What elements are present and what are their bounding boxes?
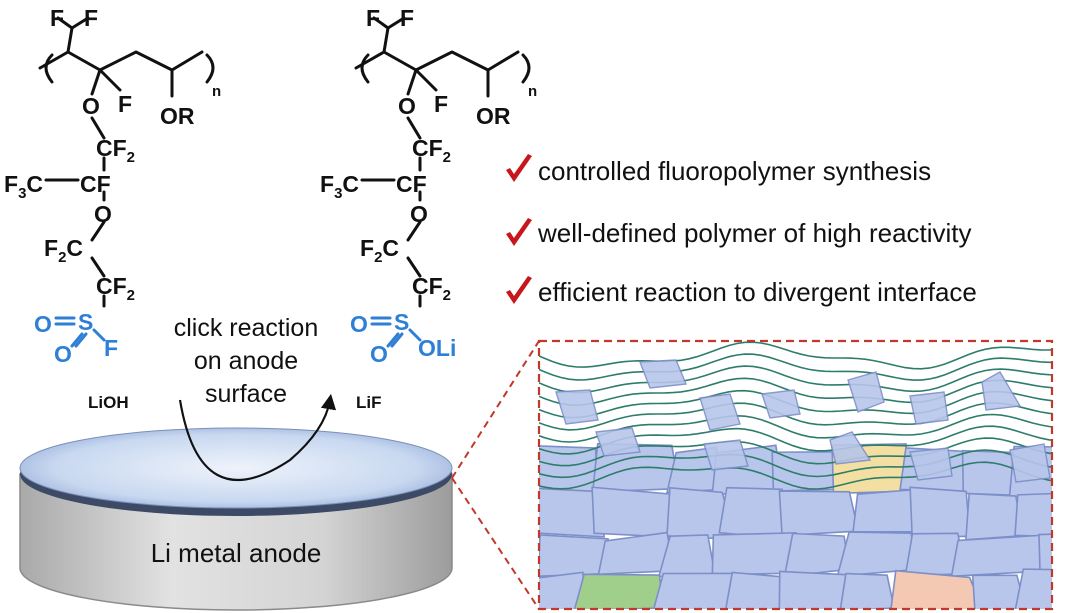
polymer-right-structure: F F F n OR O CF2 F3C CF O F2C CF2 O S O … [320, 5, 537, 367]
feature-list: controlled fluoropolymer synthesis well-… [506, 154, 977, 307]
right-cf2-lower: CF2 [412, 273, 451, 304]
left-or-group: OR [160, 103, 195, 129]
grain [1038, 533, 1052, 577]
right-subscript-n: n [528, 83, 537, 100]
lif-crystal-fragments [555, 359, 1051, 483]
reaction-arrow-icon [178, 393, 337, 481]
anode-label: Li metal anode [151, 538, 322, 568]
grain [890, 569, 984, 609]
feature-text-1: controlled fluoropolymer synthesis [538, 156, 931, 186]
right-cf2-upper: CF2 [412, 135, 451, 166]
grain [771, 451, 843, 492]
left-cf2-upper: CF2 [96, 135, 135, 166]
right-ether-o1: O [398, 93, 416, 119]
left-f2c-group: F2C [44, 235, 83, 266]
left-sulfonyl-f: F [104, 335, 118, 361]
grain [652, 572, 739, 609]
polymer-chain [539, 402, 1052, 431]
grain [778, 570, 850, 609]
polymer-chain [539, 449, 1052, 479]
right-f-top1: F [366, 5, 380, 31]
checkmark-icon [506, 218, 532, 246]
reaction-caption-line1: click reaction [174, 314, 319, 342]
left-ether-o1: O [82, 93, 100, 119]
feature-text-2: well-defined polymer of high reactivity [537, 218, 972, 248]
reaction-caption-line3: surface [205, 380, 287, 408]
polymer-left-structure: F F F n OR O CF2 F3C CF O F2C CF2 O S O … [4, 5, 221, 367]
polymer-chain [539, 353, 1052, 381]
reaction-caption-line2: on anode [194, 347, 298, 375]
grain [778, 490, 860, 537]
grain [852, 488, 918, 533]
left-f-top2: F [84, 5, 98, 31]
reagent-lioh-label: LiOH [88, 393, 129, 412]
right-sulfonyl-o1: O [350, 311, 368, 337]
grain [1014, 568, 1052, 609]
left-sulfonyl-o2: O [54, 341, 72, 367]
right-f2c-group: F2C [360, 235, 399, 266]
grain [971, 574, 1027, 609]
feature-item-2: well-defined polymer of high reactivity [506, 218, 972, 248]
right-cf-mid: CF [396, 171, 427, 197]
right-sulfonyl-oli: OLi [418, 335, 456, 361]
left-sulfonyl-o1: O [34, 311, 52, 337]
left-cf-mid: CF [80, 171, 111, 197]
product-lif-label: LiF [356, 393, 382, 412]
interface-zoom-panel [539, 341, 1052, 609]
polymer-chain [539, 365, 1052, 394]
left-f-side: F [118, 91, 132, 117]
left-f3c-group: F3C [4, 171, 43, 202]
grain [1014, 492, 1052, 538]
right-f-side: F [434, 91, 448, 117]
polymer-chain [539, 341, 1052, 370]
right-or-group: OR [476, 103, 511, 129]
checkmark-icon [506, 154, 532, 182]
grain [839, 572, 896, 609]
grain [724, 571, 790, 609]
right-f-top2: F [400, 5, 414, 31]
grain [573, 573, 665, 609]
right-sulfonyl-s: S [394, 309, 409, 335]
feature-item-1: controlled fluoropolymer synthesis [506, 154, 931, 186]
left-sulfonyl-s: S [78, 309, 93, 335]
grain [539, 571, 587, 609]
feature-text-3: efficient reaction to divergent interfac… [538, 277, 977, 307]
left-cf2-lower: CF2 [96, 273, 135, 304]
zoom-connector-lines [451, 340, 540, 610]
checkmark-icon [506, 276, 532, 304]
left-f-top1: F [50, 5, 64, 31]
grain [718, 486, 789, 540]
polymer-chain [539, 461, 1052, 490]
right-sulfonyl-o2: O [370, 341, 388, 367]
grain-layer [539, 442, 1052, 609]
li-anode-disk [19, 427, 453, 611]
feature-item-3: efficient reaction to divergent interfac… [506, 276, 977, 307]
left-subscript-n: n [212, 83, 221, 100]
right-ether-o2: O [410, 201, 428, 227]
grain [836, 531, 918, 578]
grain [539, 487, 606, 538]
left-ether-o2: O [94, 201, 112, 227]
right-f3c-group: F3C [320, 171, 359, 202]
grain [711, 531, 799, 576]
grain [909, 486, 971, 538]
